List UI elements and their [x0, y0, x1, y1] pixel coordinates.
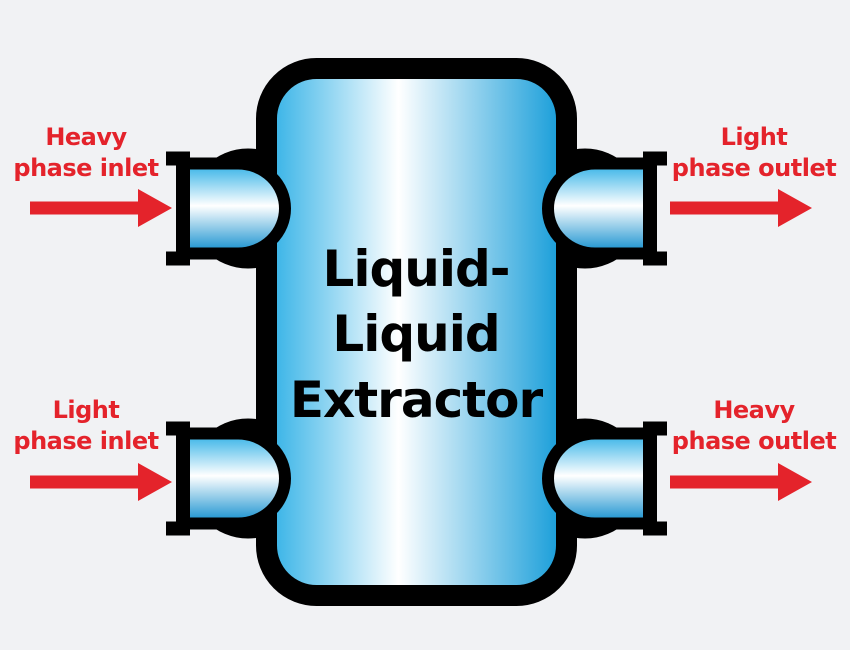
port-label-bottom-right-line1: Heavy	[713, 396, 795, 424]
vessel-title-line1: Liquid-	[322, 240, 509, 298]
port-label-bottom-right-line2: phase outlet	[672, 427, 836, 455]
port-label-top-left-line1: Heavy	[45, 123, 127, 151]
vessel-title-line3: Extractor	[290, 371, 544, 429]
port-label-bottom-left-line1: Light	[53, 396, 120, 424]
port-label-top-right-line1: Light	[721, 123, 788, 151]
nozzle-bottom-left	[166, 422, 285, 536]
vessel-title-line2: Liquid	[332, 305, 499, 363]
nozzle-top-right	[548, 152, 667, 266]
nozzle-top-left	[166, 152, 285, 266]
port-label-top-left-line2: phase inlet	[13, 154, 158, 182]
port-label-top-right-line2: phase outlet	[672, 154, 836, 182]
nozzle-bottom-right	[548, 422, 667, 536]
port-label-bottom-left-line2: phase inlet	[13, 427, 158, 455]
extractor-vessel	[256, 58, 577, 606]
